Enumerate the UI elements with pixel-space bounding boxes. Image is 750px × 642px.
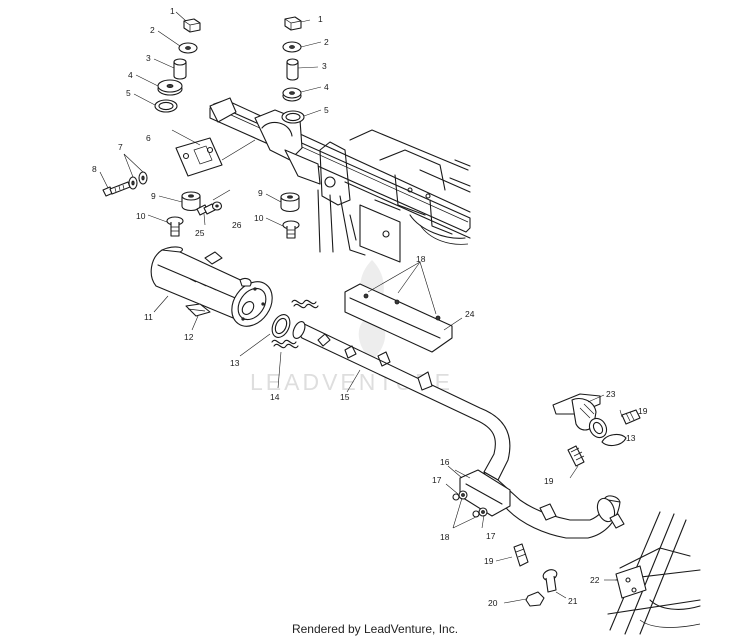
gasket-13-upper xyxy=(271,314,291,338)
bolt-21 xyxy=(542,569,567,599)
spring-19-lower xyxy=(495,543,529,567)
callout-13-right: 13 xyxy=(626,433,636,443)
spacer-left xyxy=(173,62,187,80)
callout-10-left: 10 xyxy=(136,211,146,221)
callout-21: 21 xyxy=(568,596,578,606)
bolt-10-left xyxy=(166,216,184,237)
grommet-9-left xyxy=(181,191,201,212)
ring-left xyxy=(154,99,178,113)
callout-22: 22 xyxy=(590,575,600,585)
callout-18-lower: 18 xyxy=(440,532,450,542)
heat-shield-16 xyxy=(452,469,511,518)
callout-18-upper: 18 xyxy=(416,254,426,264)
spacer-right xyxy=(286,62,299,81)
callout-3-left: 3 xyxy=(146,53,151,63)
callout-9-left: 9 xyxy=(151,191,156,201)
callout-17-upper: 17 xyxy=(432,475,442,485)
callout-8: 8 xyxy=(92,164,97,174)
muffler xyxy=(150,246,273,327)
exhaust-pipe-15 xyxy=(292,321,625,539)
callout-5-left: 5 xyxy=(126,88,131,98)
springs-14 xyxy=(271,299,319,389)
callout-14: 14 xyxy=(270,392,280,402)
bolt-8 xyxy=(102,181,131,197)
callout-2-right: 2 xyxy=(324,37,329,47)
ring-right xyxy=(281,110,305,124)
left-mount-stack xyxy=(154,18,201,113)
spring-19-center xyxy=(567,445,585,479)
callout-4-right: 4 xyxy=(324,82,329,92)
callout-19-center: 19 xyxy=(544,476,554,486)
callout-11: 11 xyxy=(144,312,153,322)
callout-3-right: 3 xyxy=(322,61,327,71)
spring-19-right xyxy=(621,409,641,425)
callout-1-right: 1 xyxy=(318,14,323,24)
callout-19-right: 19 xyxy=(638,406,648,416)
nut-left xyxy=(183,18,201,33)
callout-23: 23 xyxy=(606,389,616,399)
callout-13-left: 13 xyxy=(230,358,240,368)
callout-12: 12 xyxy=(184,332,194,342)
bolt-10-right xyxy=(282,220,300,239)
grommet-9-right xyxy=(280,192,300,213)
callout-17-lower: 17 xyxy=(486,531,496,541)
callout-1-left: 1 xyxy=(170,6,175,16)
callout-15: 15 xyxy=(340,392,350,402)
callout-20: 20 xyxy=(488,598,498,608)
footer-credit: Rendered by LeadVenture, Inc. xyxy=(291,622,459,636)
nut-20 xyxy=(503,591,545,607)
callout-labels: 1 1 2 2 3 3 4 4 5 5 6 7 8 9 9 10 10 11 1… xyxy=(92,6,648,608)
callout-2-left: 2 xyxy=(150,25,155,35)
lower-frame-bracket-22 xyxy=(604,511,701,635)
callout-25: 25 xyxy=(195,228,205,238)
callout-19-lower: 19 xyxy=(484,556,494,566)
callout-5-right: 5 xyxy=(324,105,329,115)
callout-4-left: 4 xyxy=(128,70,133,80)
leader-lines xyxy=(99,11,623,529)
washer-26 xyxy=(211,189,231,211)
manifold-flange-23 xyxy=(552,393,608,439)
washers-7 xyxy=(128,171,148,190)
callout-9-right: 9 xyxy=(258,188,263,198)
callout-16: 16 xyxy=(440,457,450,467)
callout-10-right: 10 xyxy=(254,213,264,223)
heat-shield-24 xyxy=(344,283,463,353)
callout-24: 24 xyxy=(465,309,475,319)
nut-right xyxy=(284,16,302,31)
callout-26: 26 xyxy=(232,220,242,230)
callout-6: 6 xyxy=(146,133,151,143)
right-mount-stack xyxy=(281,16,305,124)
callout-7: 7 xyxy=(118,142,123,152)
muffler-mount-bracket xyxy=(171,129,256,177)
gasket-13-right xyxy=(601,433,627,447)
frame-assembly xyxy=(209,97,471,263)
